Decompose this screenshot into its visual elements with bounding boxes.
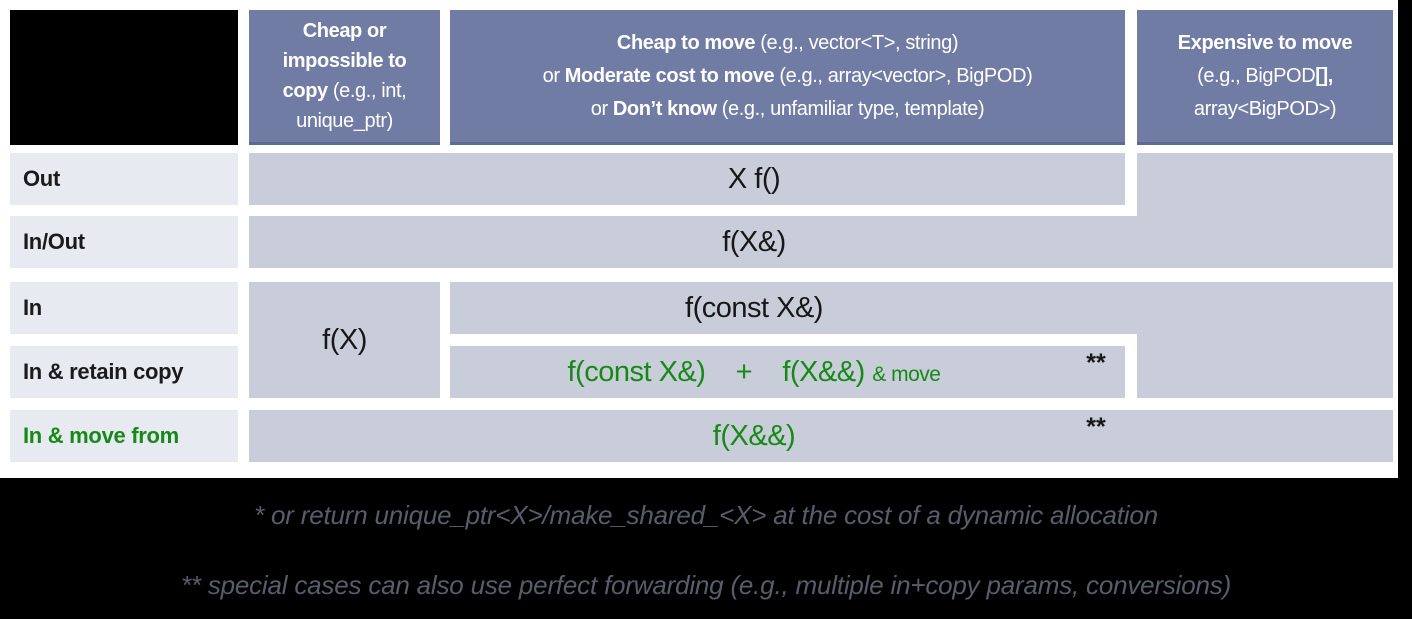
code-inout: f(X&) — [722, 226, 786, 258]
code-in-by-value: f(X) — [322, 324, 367, 356]
row-label-in-move-from: In & move from — [10, 410, 238, 462]
row-label-in-out: In/Out — [10, 216, 238, 268]
cell-in-expensive-merged — [1137, 282, 1393, 398]
footnote-dynamic-allocation: * or return unique_ptr<X>/make_shared_<X… — [254, 500, 1158, 530]
code-move-from: f(X&&) — [712, 420, 796, 452]
row-label-out: Out — [10, 153, 238, 205]
column-header-expensive-to-move: Expensive to move(e.g., BigPOD[],array<B… — [1137, 10, 1393, 145]
row-label-in-retain-copy: In & retain copy — [10, 346, 238, 398]
footer-band — [0, 478, 1412, 619]
code-in-const-ref: f(const X&) — [685, 292, 823, 324]
double-asterisk-move-from: ** — [1086, 413, 1106, 441]
double-asterisk-retain-copy: ** — [1086, 349, 1106, 377]
code-out: X f() — [727, 163, 781, 195]
footnote-perfect-forwarding: ** special cases can also use perfect fo… — [180, 570, 1232, 600]
right-black-bar — [1398, 0, 1412, 619]
column-header-cheap-or-moderate-or-unknown-move: Cheap to move (e.g., vector<T>, string)o… — [450, 10, 1125, 145]
cell-retain-copy-overloads — [450, 346, 1125, 398]
row-label-in: In — [10, 282, 238, 334]
code-retain-copy: f(const X&) + f(X&&) & move — [567, 356, 941, 388]
cell-out-return-by-value — [249, 153, 1125, 205]
cell-inout-reference — [249, 216, 1393, 268]
cell-in-by-value — [249, 282, 440, 398]
cell-move-from-rvalue-reference — [249, 410, 1393, 462]
top-left-black-box — [10, 10, 238, 145]
